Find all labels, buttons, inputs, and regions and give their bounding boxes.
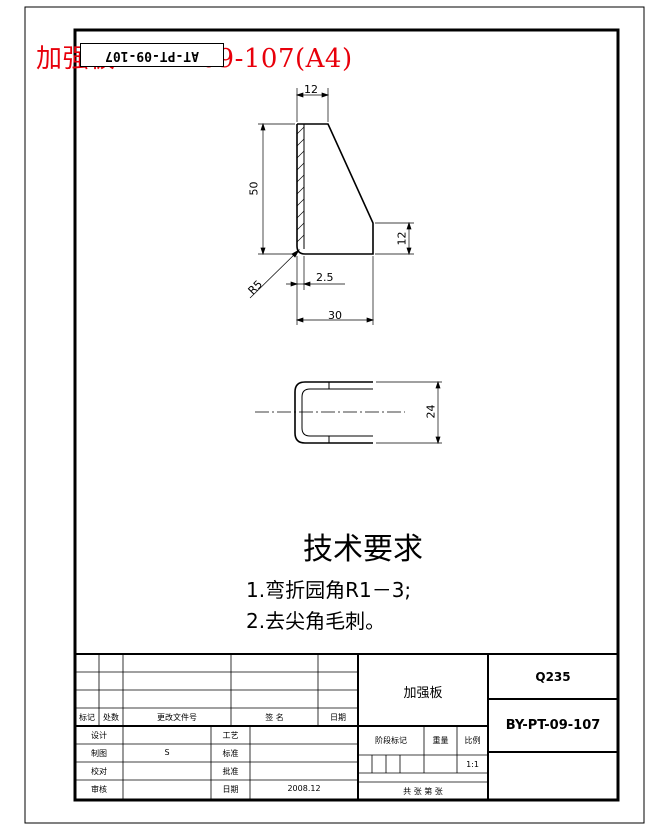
label-check: 校对 [91,767,107,776]
section-hatching [296,126,305,243]
sheet-info: 共 张 第 张 [403,787,443,796]
dim-top-width [295,88,330,122]
title-block-grid [75,653,618,800]
label-date: 日期 [222,785,239,794]
rev-header-sign: 签 名 [265,713,284,722]
dim-bend-width [376,380,442,445]
dim-thickness [286,256,345,325]
rev-header-doc: 更改文件号 [157,713,197,722]
outer-border [24,6,645,824]
label-design: 设计 [91,731,107,740]
part-name: 加强板 [403,686,443,701]
requirement-2: 2.去尖角毛刺。 [246,609,386,633]
label-approve: 批准 [222,767,239,776]
drawing-number: BY-PT-09-107 [505,718,601,733]
scale-value: 1:1 [466,760,479,769]
rev-header-count: 处数 [103,713,119,722]
front-view [296,123,374,255]
dim-top-width-label: 12 [304,83,318,96]
dim-total-width [295,256,375,325]
label-draw: 制图 [91,749,107,758]
dim-radius [249,249,300,299]
requirement-1: 1.弯折园角R1－3; [246,578,412,602]
stage-label: 阶段标记 [375,736,407,745]
weight-label: 重量 [432,736,449,745]
dim-height [258,122,295,256]
requirements-title: 技术要求 [303,532,423,567]
dim-right-height [375,221,414,256]
dim-bend-width-label: 24 [424,404,438,419]
dim-right-height-label: 12 [395,231,409,246]
date-value: 2008.12 [287,784,321,793]
label-standard: 标准 [222,749,239,758]
rev-header-mark: 标记 [79,713,95,722]
dim-thickness-label: 2.5 [316,271,334,284]
ratio-label: 比例 [464,736,481,745]
rev-header-date: 日期 [330,713,346,722]
dim-height-label: 50 [247,181,261,196]
material: Q235 [535,670,571,684]
top-view [294,381,373,444]
inner-border [73,28,620,802]
label-review: 审核 [91,785,107,794]
dim-total-width-label: 30 [328,309,342,322]
label-process: 工艺 [222,731,239,740]
stamp-box: AT-PT-09-107 [80,43,224,67]
drafter-mark: S [164,748,170,757]
